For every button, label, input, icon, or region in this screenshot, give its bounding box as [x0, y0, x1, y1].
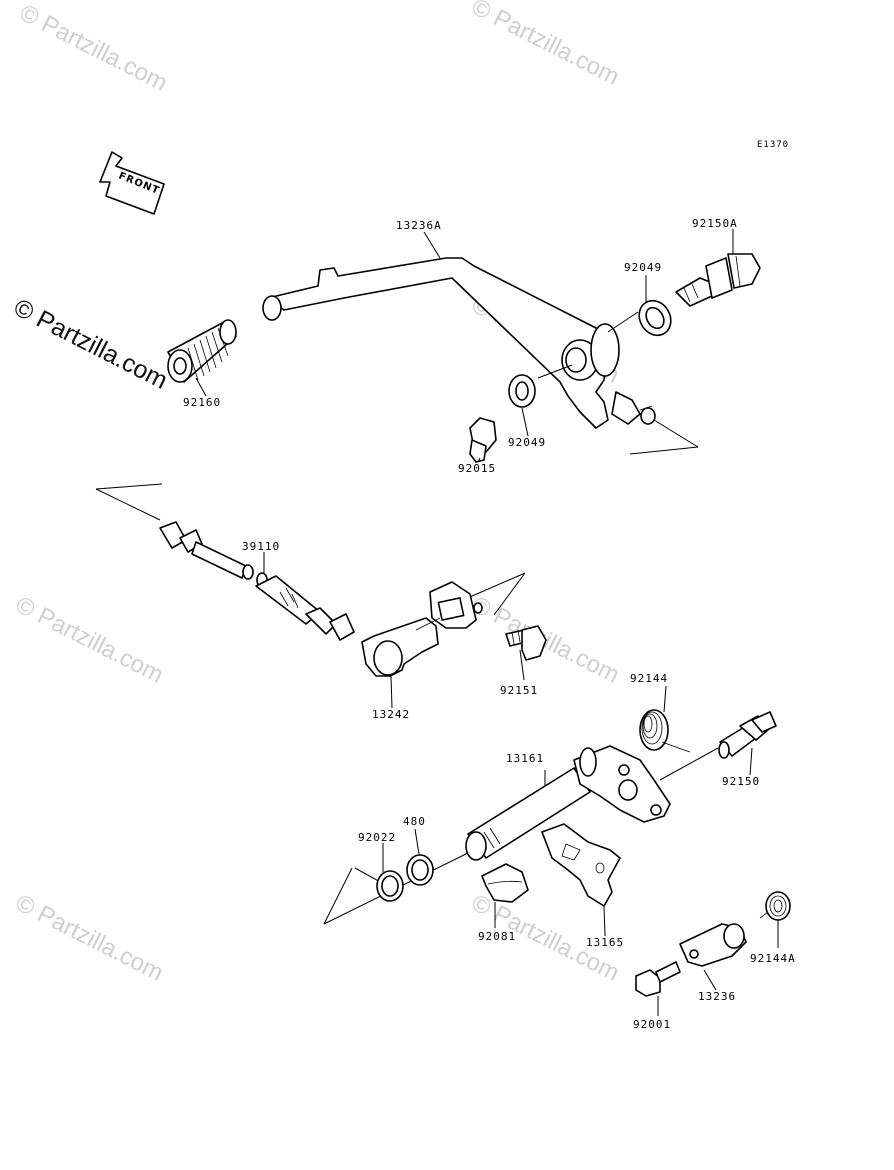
part-label: 92150 — [722, 775, 760, 788]
bolt-92001 — [635, 961, 681, 997]
front-arrow-icon: FRONT — [99, 151, 165, 215]
watermark-light: © Partzilla.com — [467, 0, 623, 91]
part-labels: 13236A 92150A 92049 92160 92049 92015 39… — [183, 217, 796, 1031]
watermark-light: © Partzilla.com — [11, 889, 167, 986]
part-label: 39110 — [242, 540, 280, 553]
part-label: 13236A — [396, 219, 442, 232]
bolt-92150A — [675, 253, 761, 307]
seal-92022 — [376, 870, 404, 902]
watermark-light: © Partzilla.com — [11, 591, 167, 688]
bolt-92151 — [473, 602, 547, 661]
clip-92081 — [481, 863, 529, 903]
part-label: 92049 — [508, 436, 546, 449]
part-label: 13242 — [372, 708, 410, 721]
leaders-upper — [195, 229, 734, 463]
plate-13165 — [541, 823, 621, 907]
part-label: 13165 — [586, 936, 624, 949]
part-label: 92022 — [358, 831, 396, 844]
washer-92049-upper — [638, 299, 672, 337]
washer-92049-lower — [508, 374, 536, 408]
torsion-spring-92144 — [639, 709, 691, 753]
part-label: 92015 — [458, 462, 496, 475]
part-label: 92160 — [183, 396, 221, 409]
bolt-92150 — [718, 711, 777, 759]
shift-shaft-13161 — [465, 745, 671, 861]
diagram-code: E1370 — [757, 140, 789, 150]
pedal-13236A — [262, 257, 656, 429]
part-label: 92081 — [478, 930, 516, 943]
part-label: 92151 — [500, 684, 538, 697]
part-label: 13236 — [698, 990, 736, 1003]
circlip-480 — [406, 854, 434, 886]
lever-13236 — [679, 923, 747, 967]
watermark-light: © Partzilla.com — [15, 0, 171, 97]
part-label: 92049 — [624, 261, 662, 274]
part-label: 92144A — [750, 952, 796, 965]
cap-nut-92015 — [469, 417, 497, 463]
footpeg-rubber-92160 — [167, 319, 237, 383]
shift-rod-39110 — [159, 521, 355, 641]
part-label: 92144 — [630, 672, 668, 685]
part-label: 92001 — [633, 1018, 671, 1031]
spring-92144A — [759, 891, 791, 921]
watermark-group: © Partzilla.com © Partzilla.com © Partzi… — [9, 0, 623, 987]
part-label: 13161 — [506, 752, 544, 765]
part-label: 92150A — [692, 217, 738, 230]
watermark-dark: © Partzilla.com — [9, 293, 172, 394]
shift-arm-13242 — [361, 581, 477, 677]
part-label: 480 — [403, 815, 426, 828]
